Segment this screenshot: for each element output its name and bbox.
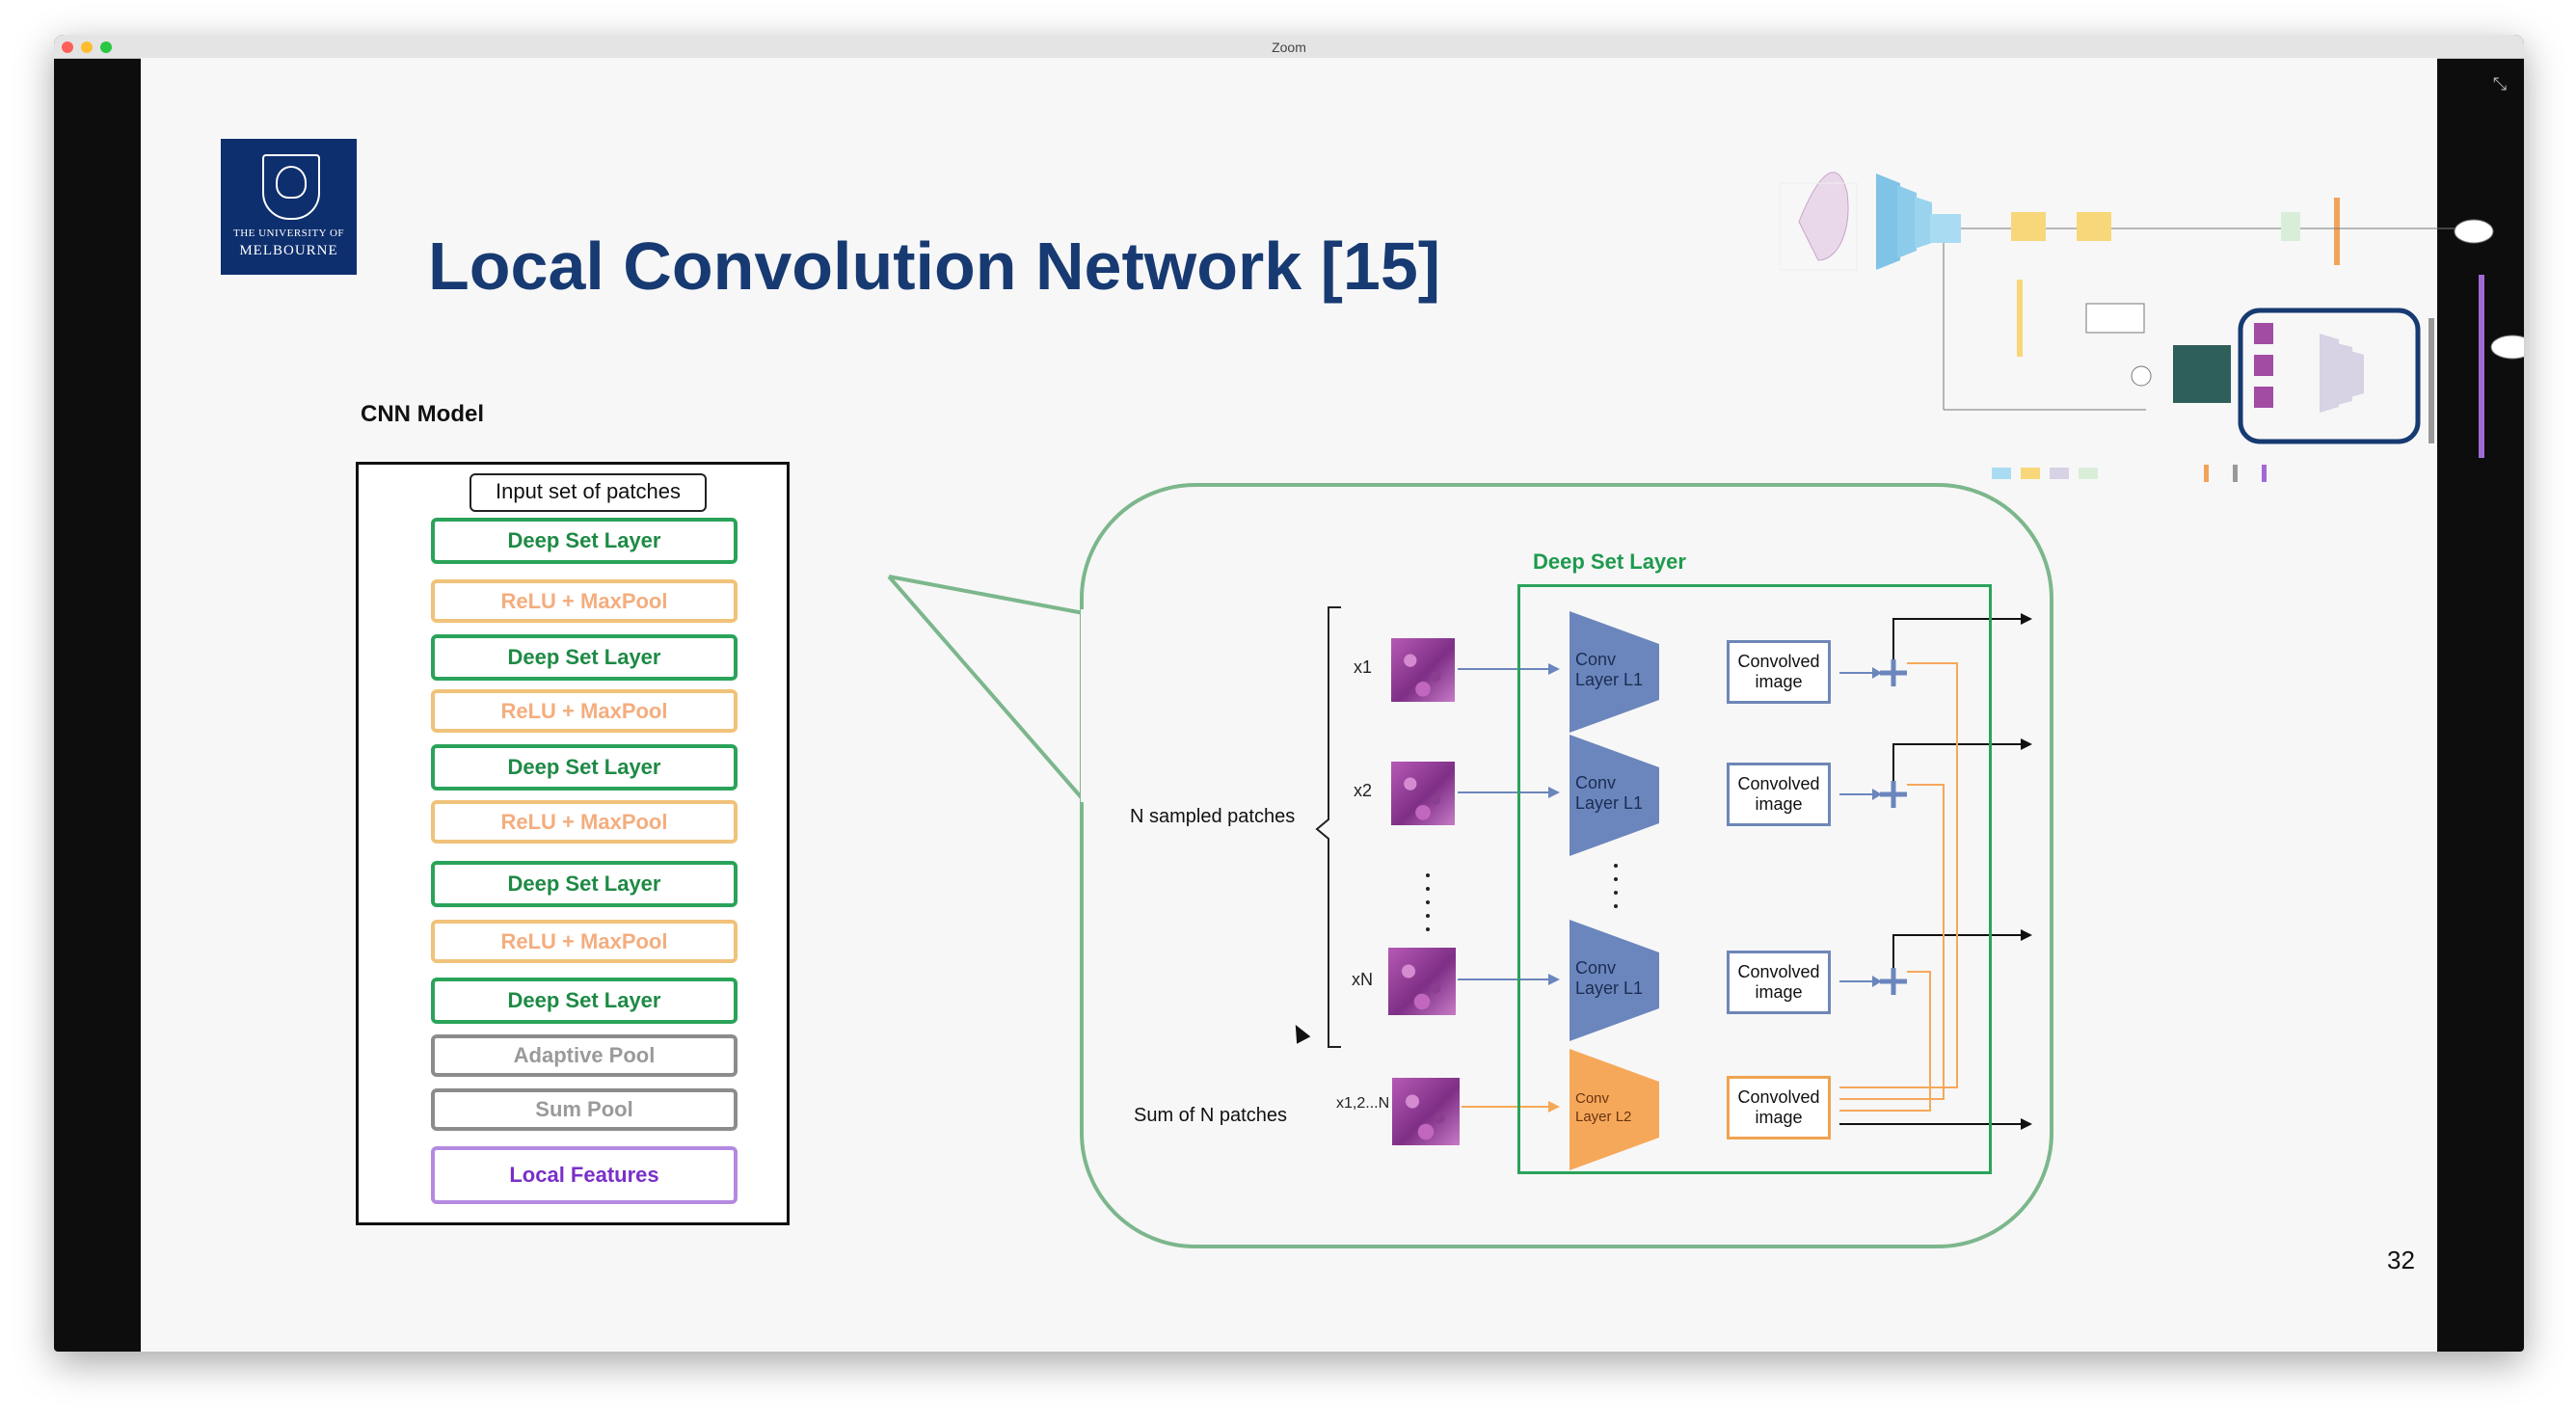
logo-text-line2: MELBOURNE bbox=[239, 243, 338, 258]
slide-title: Local Convolution Network [15] bbox=[428, 228, 1441, 304]
layer-deep-set-3: Deep Set Layer bbox=[431, 744, 738, 791]
layer-input-patches: Input set of patches bbox=[470, 473, 707, 512]
layer-deep-set-4: Deep Set Layer bbox=[431, 861, 738, 907]
patch-image-sum bbox=[1392, 1078, 1460, 1145]
image-label: image bbox=[1755, 982, 1803, 1002]
conv-label: Conv bbox=[1575, 1090, 1610, 1107]
image-label: image bbox=[1755, 1108, 1803, 1127]
convolved-label: Convolved bbox=[1737, 1087, 1820, 1107]
shared-slide: THE UNIVERSITY OF MELBOURNE Local Convol… bbox=[141, 58, 2524, 1352]
layer-deep-set-1: Deep Set Layer bbox=[431, 518, 738, 564]
conv-layer-label: Layer L1 bbox=[1575, 979, 1644, 998]
minimize-window-button[interactable] bbox=[81, 41, 93, 53]
image-label: image bbox=[1755, 794, 1803, 814]
conv-label: Conv bbox=[1575, 773, 1617, 792]
x1-label: x1 bbox=[1354, 657, 1373, 677]
x-sum-label: x1,2...N bbox=[1336, 1095, 1390, 1112]
layer-relu-maxpool-2: ReLU + MaxPool bbox=[431, 689, 738, 733]
x2-label: x2 bbox=[1354, 781, 1373, 800]
xn-label: xN bbox=[1352, 970, 1373, 989]
layer-adaptive-pool: Adaptive Pool bbox=[431, 1034, 738, 1077]
sum-of-patches-label: Sum of N patches bbox=[1134, 1105, 1287, 1126]
conv-label: Conv bbox=[1575, 650, 1617, 669]
conv-layer-label: Layer L2 bbox=[1575, 1109, 1632, 1125]
layer-local-features: Local Features bbox=[431, 1146, 738, 1204]
architecture-thumbnail bbox=[1780, 172, 2524, 482]
cnn-model-label: CNN Model bbox=[361, 401, 484, 427]
patch-image-n bbox=[1388, 948, 1456, 1015]
layer-sum-pool: Sum Pool bbox=[431, 1088, 738, 1131]
layer-relu-maxpool-1: ReLU + MaxPool bbox=[431, 579, 738, 623]
conv-layer-label: Layer L1 bbox=[1575, 793, 1644, 813]
convolved-label: Convolved bbox=[1737, 774, 1820, 793]
diagram-connectors bbox=[887, 575, 2032, 1170]
layer-relu-maxpool-4: ReLU + MaxPool bbox=[431, 920, 738, 963]
patch-image-2 bbox=[1391, 762, 1455, 825]
cnn-model-box: Input set of patches Deep Set Layer ReLU… bbox=[356, 462, 790, 1225]
image-label: image bbox=[1755, 672, 1803, 691]
zoom-window: Zoom ⤡ THE UNIVERSITY OF MELBOURNE Local… bbox=[54, 35, 2524, 1352]
deep-set-callout bbox=[1080, 483, 2053, 1248]
convolved-label: Convolved bbox=[1737, 652, 1820, 671]
convolved-label: Convolved bbox=[1737, 962, 1820, 981]
maximize-window-button[interactable] bbox=[100, 41, 112, 53]
patch-image-1 bbox=[1391, 638, 1455, 702]
university-logo: THE UNIVERSITY OF MELBOURNE bbox=[221, 139, 357, 275]
crest-icon bbox=[262, 154, 320, 220]
conv-label: Conv bbox=[1575, 958, 1617, 978]
n-sampled-patches-label: N sampled patches bbox=[1130, 806, 1296, 827]
conv-layer-label: Layer L1 bbox=[1575, 670, 1644, 689]
deep-set-layer-box bbox=[1517, 584, 1992, 1174]
deep-set-layer-label: Deep Set Layer bbox=[1533, 550, 1686, 574]
slide-page-number: 32 bbox=[2387, 1246, 2415, 1274]
layer-deep-set-5: Deep Set Layer bbox=[431, 978, 738, 1024]
title-bar: Zoom bbox=[54, 35, 2524, 59]
close-window-button[interactable] bbox=[62, 41, 73, 53]
logo-text-line1: THE UNIVERSITY OF bbox=[232, 228, 345, 239]
layer-deep-set-2: Deep Set Layer bbox=[431, 634, 738, 681]
window-title: Zoom bbox=[1272, 40, 1306, 55]
exit-fullscreen-icon[interactable]: ⤡ bbox=[2492, 74, 2508, 94]
layer-relu-maxpool-3: ReLU + MaxPool bbox=[431, 800, 738, 844]
